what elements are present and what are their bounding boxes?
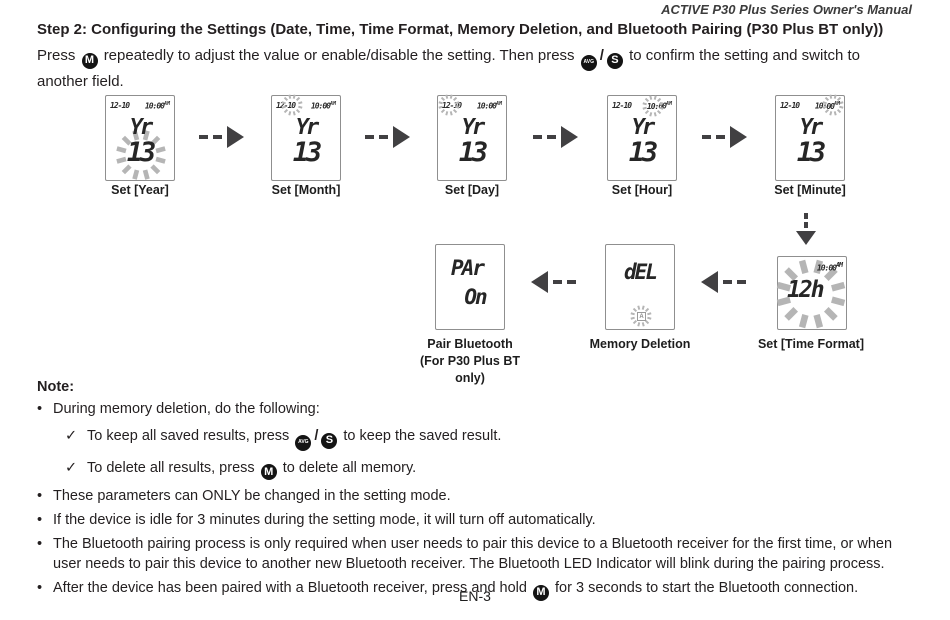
- separator: /: [314, 428, 319, 444]
- lcd-panel-hour: 12-10 10:00AM Yr 13: [607, 95, 677, 181]
- lcd-year-value: 13: [458, 136, 489, 168]
- m-button-icon: M: [260, 464, 277, 480]
- note-bullet-paired: • After the device has been paired with …: [37, 578, 921, 601]
- lcd-date: 12-10: [780, 101, 800, 110]
- lcd-year-value: 13: [796, 136, 827, 168]
- page-number: EN-3: [459, 588, 491, 604]
- lcd-year-value: 13: [126, 136, 157, 168]
- note-section: Note: • During memory deletion, do the f…: [37, 379, 921, 601]
- bullet-icon: •: [37, 401, 43, 417]
- arrow-right-icon: [365, 126, 410, 148]
- lcd-panel-day: 12-10 10:00AM Yr 13: [437, 94, 507, 181]
- arrow-left-icon: [701, 271, 746, 293]
- note-bullet-memory-deletion: • During memory deletion, do the followi…: [37, 401, 320, 417]
- lcd-time-format-value: 12h: [787, 277, 825, 303]
- note-heading: Note:: [37, 379, 75, 395]
- arrow-left-icon: [531, 271, 576, 293]
- lcd-year-text: Yr: [461, 114, 486, 140]
- lcd-time: 10:00AM: [815, 94, 844, 116]
- lcd-del-text: dEL: [624, 260, 658, 284]
- lcd-year-value: 13: [292, 136, 323, 168]
- step-intro: Press M repeatedly to adjust the value o…: [37, 45, 915, 93]
- manual-header: ACTIVE P30 Plus Series Owner's Manual: [661, 2, 912, 17]
- lcd-time: 10:00AM: [476, 101, 502, 111]
- lcd-panel-minute: 12-10 10:00AM Yr 13: [775, 94, 845, 181]
- lcd-year-text: Yr: [295, 114, 320, 140]
- note-bullet-pairing: • The Bluetooth pairing process is only …: [37, 536, 893, 572]
- intro-text-post: to confirm the setting and switch to ano…: [37, 47, 861, 90]
- lcd-year-text: Yr: [631, 114, 656, 140]
- arrow-down-icon: [796, 213, 816, 245]
- lcd-year-text: Yr: [129, 114, 154, 140]
- arrow-right-icon: [702, 126, 747, 148]
- note-bullet-idle: • If the device is idle for 3 minutes du…: [37, 512, 596, 528]
- m-button-icon: M: [533, 584, 549, 601]
- memory-icon: A: [637, 312, 646, 321]
- lcd-panel-time-format: 10:00AM 12h: [776, 256, 847, 330]
- lcd-time: 10:00AM: [816, 261, 843, 273]
- lcd-date: 12-10: [612, 101, 632, 110]
- check-icon: ✓: [65, 459, 78, 476]
- lcd-date: 12-10: [438, 94, 462, 116]
- m-button-icon: M: [81, 52, 98, 69]
- lcd-date: 12-10: [110, 101, 130, 110]
- lcd-pair-on-text: On: [464, 285, 487, 309]
- intro-text-pre: Press: [37, 47, 76, 64]
- separator: /: [599, 47, 604, 64]
- s-button-icon: S: [606, 52, 623, 69]
- note-check-keep-results: ✓ To keep all saved results, press AVG/S…: [65, 426, 921, 451]
- lcd-panel-pair-bluetooth: PAr On: [435, 244, 505, 330]
- lcd-panel-memory-deletion: dEL A: [605, 244, 675, 330]
- lcd-date: 12-10: [276, 94, 303, 116]
- lcd-year-text: Yr: [799, 114, 824, 140]
- s-button-icon: S: [321, 432, 338, 449]
- lcd-time: 10:00AM: [144, 101, 170, 111]
- lcd-label-hour: Set [Hour]: [611, 183, 673, 197]
- note-bullet-setting-mode: • These parameters can ONLY be changed i…: [37, 488, 451, 504]
- lcd-label-memory-deletion: Memory Deletion: [589, 337, 691, 351]
- bullet-icon: •: [37, 536, 43, 552]
- bullet-icon: •: [37, 488, 43, 504]
- lcd-label-day: Set [Day]: [444, 183, 500, 197]
- step-title: Step 2: Configuring the Settings (Date, …: [37, 21, 884, 38]
- lcd-label-month: Set [Month]: [271, 183, 341, 197]
- avg-button-icon: AVG: [580, 54, 597, 71]
- avg-button-icon: AVG: [295, 434, 312, 451]
- lcd-label-year: Set [Year]: [111, 183, 169, 197]
- bullet-icon: •: [37, 512, 43, 528]
- lcd-year-value: 13: [628, 136, 659, 168]
- lcd-label-time-format: Set [Time Format]: [757, 337, 865, 351]
- note-check-delete-results: ✓ To delete all results, press M to dele…: [65, 458, 921, 480]
- lcd-panel-month: 12-10 10:00AM Yr 13: [271, 94, 341, 181]
- lcd-time: 10:00AM: [642, 95, 672, 117]
- arrow-right-icon: [533, 126, 578, 148]
- bullet-icon: •: [37, 580, 43, 596]
- check-icon: ✓: [65, 428, 78, 444]
- intro-text-mid: repeatedly to adjust the value or enable…: [103, 47, 575, 64]
- lcd-label-minute: Set [Minute]: [774, 183, 846, 197]
- lcd-time: 10:00AM: [310, 101, 336, 111]
- lcd-label-pair-bluetooth: Pair Bluetooth (For P30 Plus BT only): [419, 337, 521, 385]
- lcd-panel-year: 12-10 10:00AM Yr 13: [105, 95, 175, 181]
- arrow-right-icon: [199, 126, 244, 148]
- lcd-pair-text: PAr: [451, 256, 485, 280]
